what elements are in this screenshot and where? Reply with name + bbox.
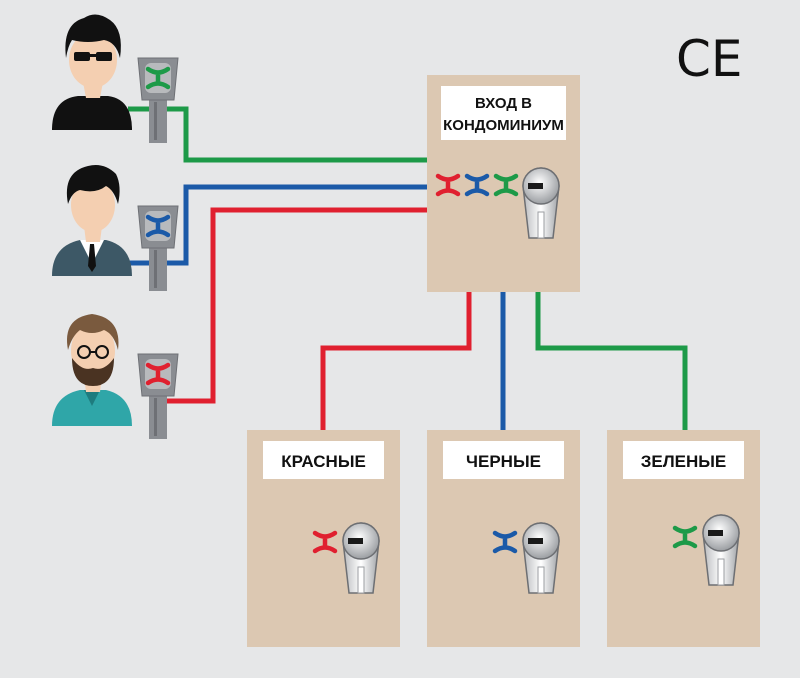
- key-symbol-green-icon: [493, 173, 519, 197]
- door-black-lock-cylinder-icon: [522, 522, 560, 594]
- key-blue-icon: [137, 205, 179, 292]
- wire-red-person: [158, 207, 428, 404]
- key-green-icon: [137, 57, 179, 144]
- door-red: КРАСНЫЕ: [247, 430, 400, 647]
- main-door-lock-cylinder-icon: [522, 167, 560, 239]
- door-red-lock-cylinder-icon: [342, 522, 380, 594]
- door-red-label: КРАСНЫЕ: [281, 452, 366, 471]
- person-tie-avatar: [52, 165, 132, 276]
- door-green-label-box: [623, 441, 744, 479]
- key-symbol-green-icon: [672, 525, 698, 549]
- person-beard-avatar: [52, 314, 132, 426]
- door-black-label: ЧЕРНЫЕ: [466, 452, 541, 471]
- key-symbol-red-icon: [312, 530, 338, 554]
- main-door-label-box: [441, 86, 566, 140]
- logo-text: CE: [676, 30, 743, 88]
- door-red-label-box: [263, 441, 384, 479]
- key-red-icon: [137, 353, 179, 440]
- main-door-label-line1: ВХОД В: [475, 95, 532, 112]
- key-symbol-blue-icon: [492, 530, 518, 554]
- main-entrance-door: ВХОД В КОНДОМИНИУМ: [427, 75, 580, 292]
- wires: [128, 106, 688, 430]
- wire-red-door: [320, 292, 472, 430]
- main-door-label-line2: КОНДОМИНИУМ: [443, 117, 564, 134]
- door-black: ЧЕРНЫЕ: [427, 430, 580, 647]
- wire-green-person: [128, 106, 428, 163]
- person-sunglasses-avatar: [52, 14, 132, 130]
- key-symbol-red-icon: [435, 173, 461, 197]
- door-green-label: ЗЕЛЕНЫЕ: [641, 452, 727, 471]
- door-black-label-box: [443, 441, 564, 479]
- key-symbol-blue-icon: [464, 173, 490, 197]
- door-green: ЗЕЛЕНЫЕ: [607, 430, 760, 647]
- wire-green-door: [535, 292, 688, 430]
- door-green-lock-cylinder-icon: [702, 514, 740, 586]
